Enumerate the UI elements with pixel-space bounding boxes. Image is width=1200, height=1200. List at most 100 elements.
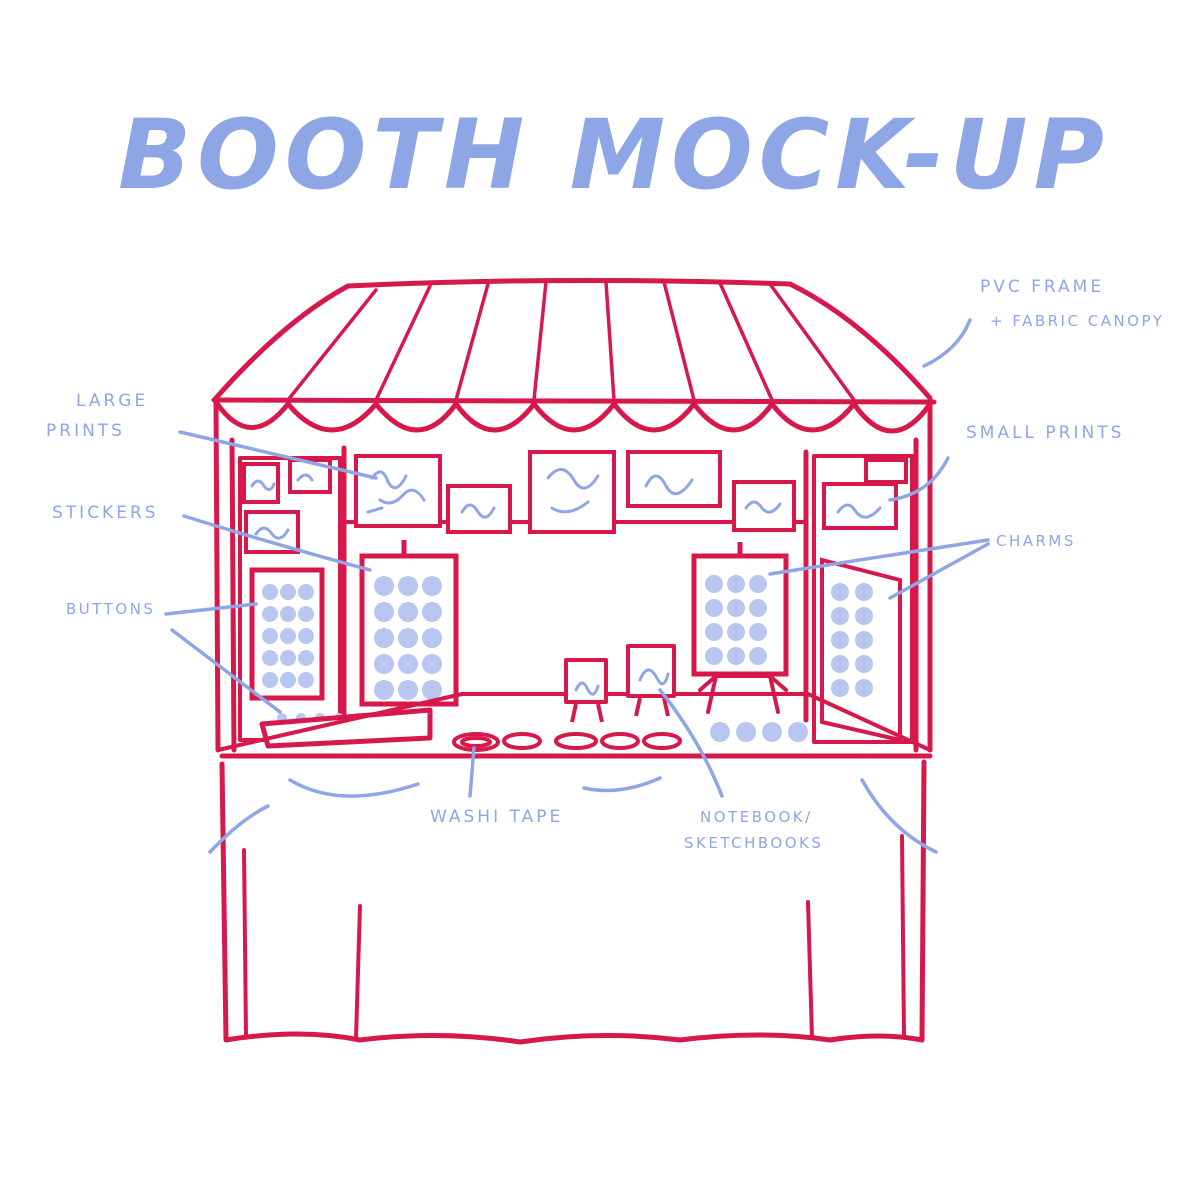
button-dot [298, 606, 314, 622]
button-dot [298, 628, 314, 644]
left-outer-pole [213, 397, 221, 753]
sticker-dot [374, 680, 394, 700]
washi-tape-rolls [452, 732, 682, 752]
label-prints: PRINTS [46, 421, 125, 441]
sticker-dot [422, 680, 442, 700]
label-washi-tape: WASHI TAPE [430, 807, 563, 827]
button-dot [262, 606, 278, 622]
diagram-title: BOOTH MOCK-UP [118, 99, 1110, 211]
label-pvc-frame: PVC FRAME [980, 277, 1104, 297]
label-fabric-canopy: + FABRIC CANOPY [990, 312, 1164, 330]
button-dot [280, 628, 296, 644]
charm-dot [705, 623, 723, 641]
charm-dot [727, 623, 745, 641]
charms-leader-1 [768, 538, 990, 576]
charm-dot [749, 647, 767, 665]
fabric-canopy [211, 277, 937, 434]
sticker-dot [398, 654, 418, 674]
washi-tape-leader [468, 746, 476, 798]
sticker-dot [398, 628, 418, 648]
large-print-2 [446, 484, 512, 534]
pvc-frame-leader [922, 318, 972, 368]
canopy-left-edge [213, 283, 351, 401]
side-charm-dot [855, 607, 873, 625]
notebook-leader [658, 688, 724, 798]
sticker-board [359, 540, 459, 707]
charms-leader-2 [888, 542, 990, 600]
button-dot [262, 672, 278, 688]
large-print-4 [626, 450, 722, 508]
label-stickers: STICKERS [52, 503, 159, 523]
charm-dot [705, 575, 723, 593]
side-charm-dot [855, 679, 873, 697]
charm-dot [727, 599, 745, 617]
button-dot [280, 584, 296, 600]
sticker-dot [398, 680, 418, 700]
sticker-dot [422, 602, 442, 622]
side-charm-dot [831, 583, 849, 601]
table-button-dot [736, 722, 756, 742]
canopy-right-edge [787, 281, 933, 401]
sticker-dot [422, 654, 442, 674]
large-print-3 [528, 450, 616, 534]
large-prints [354, 450, 796, 534]
small-print-right-2 [864, 458, 908, 484]
label-buttons: BUTTONS [66, 600, 155, 618]
buttons-leader-1 [164, 602, 258, 616]
button-dot [262, 628, 278, 644]
stickers-leader [182, 514, 372, 572]
button-tray [259, 707, 433, 749]
large-print-1 [354, 454, 442, 528]
table-button-dot [710, 722, 730, 742]
button-dot [298, 672, 314, 688]
sticker-dot [398, 576, 418, 596]
table-button-dot [788, 722, 808, 742]
canopy-scallops [213, 399, 933, 434]
annotation-lines [164, 318, 990, 854]
side-charm-dot [831, 607, 849, 625]
canopy-valance-top [211, 397, 937, 405]
button-dot [280, 606, 296, 622]
buttons-leader-2 [170, 628, 282, 714]
button-dot [262, 584, 278, 600]
button-dot [298, 650, 314, 666]
canopy-stripes [286, 280, 856, 402]
label-large: LARGE [76, 391, 148, 411]
notebook-easels [564, 644, 676, 723]
label-charms: CHARMS [996, 532, 1076, 550]
canopy-top-edge [345, 277, 793, 289]
label-notebook: NOTEBOOK/ [700, 808, 813, 826]
side-charm-dot [855, 631, 873, 649]
annotation-labels: PVC FRAME + FABRIC CANOPY LARGE PRINTS S… [46, 277, 1164, 852]
button-dot [298, 584, 314, 600]
sticker-dot [374, 628, 394, 648]
side-charm-dot [831, 655, 849, 673]
side-charm-dot [855, 583, 873, 601]
side-charm-dot [855, 655, 873, 673]
sticker-dot [374, 576, 394, 596]
label-small-prints: SMALL PRINTS [966, 423, 1124, 443]
sticker-dot [374, 602, 394, 622]
charm-dot [727, 647, 745, 665]
table-button-dot [762, 722, 782, 742]
small-prints-leader [888, 456, 950, 502]
large-print-5 [732, 480, 796, 532]
side-charm-dot [831, 679, 849, 697]
small-print-right-1 [822, 482, 898, 530]
charm-dot [727, 575, 745, 593]
label-sketchbooks: SKETCHBOOKS [684, 834, 823, 852]
large-prints-leader [178, 430, 378, 480]
tablecloth [219, 759, 927, 1045]
side-charm-dot [831, 631, 849, 649]
charm-dot [749, 575, 767, 593]
sticker-dot [422, 628, 442, 648]
charm-dot [705, 647, 723, 665]
button-dot [280, 672, 296, 688]
charm-dot [749, 623, 767, 641]
small-prints [242, 458, 908, 554]
sticker-dot [398, 602, 418, 622]
sticker-dot [422, 576, 442, 596]
sticker-dot [374, 654, 394, 674]
